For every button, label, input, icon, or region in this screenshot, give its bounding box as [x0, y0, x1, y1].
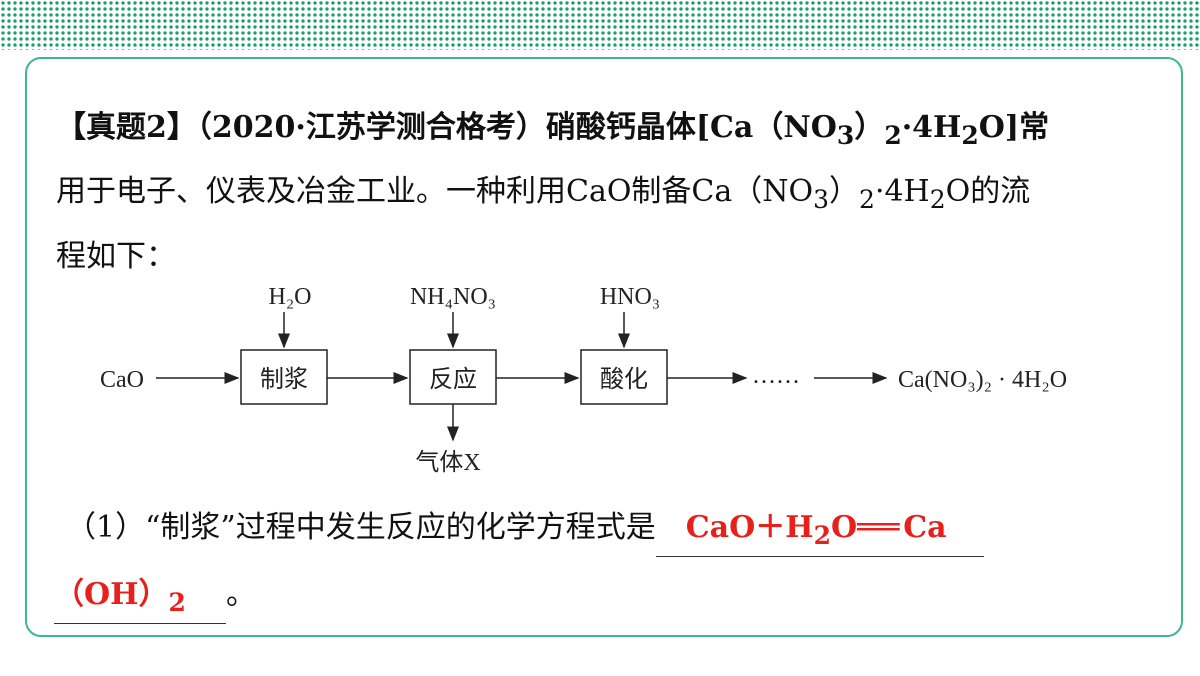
dotted-header-band: [0, 0, 1200, 50]
input-hno3-label: HNO₃: [600, 284, 660, 310]
box-acidify-label: 酸化: [600, 366, 648, 393]
flow-product-label: Ca(NO₃)₂ · 4H₂O: [898, 367, 1067, 393]
part1-line-2: （OH）2。: [54, 575, 256, 624]
flow-ellipsis: ……: [752, 363, 800, 389]
question-line-3: 程如下：: [56, 239, 176, 274]
process-flow-diagram: CaO 制浆 H₂O 反应 NH₄NO₃ 气体X 酸化 HNO₃ …… Ca(N…: [100, 284, 1067, 476]
input-water-label: H₂O: [268, 284, 311, 310]
box-slurry-label: 制浆: [260, 366, 308, 393]
question-card: [25, 57, 1183, 637]
answer-blank-1: CaO＋H2O═══Ca: [655, 508, 984, 557]
period: 。: [226, 577, 256, 612]
input-nh4no3-label: NH₄NO₃: [410, 284, 496, 310]
box-reaction-label: 反应: [429, 366, 477, 393]
box-slurry: [240, 349, 328, 405]
box-reaction: [409, 349, 497, 405]
question-line-1: 【真题2】（2020·江苏学测合格考）硝酸钙晶体[Ca（NO3）2·4H2O]常: [56, 110, 1050, 150]
question-line-2: 用于电子、仪表及冶金工业。一种利用CaO制备Ca（NO3）2·4H2O的流: [56, 174, 1031, 214]
part1-prompt: （1）“制浆”过程中发生反应的化学方程式是: [66, 510, 656, 545]
answer-blank-2: （OH）2: [54, 575, 226, 624]
output-gas-label: 气体X: [415, 449, 480, 476]
question-source: （2020·江苏学测合格考）: [196, 110, 546, 145]
equals-sign: ═══: [857, 510, 899, 545]
box-acidify: [580, 349, 668, 405]
question-tag: 【真题2】: [56, 110, 197, 145]
flow-start-label: CaO: [100, 367, 144, 393]
